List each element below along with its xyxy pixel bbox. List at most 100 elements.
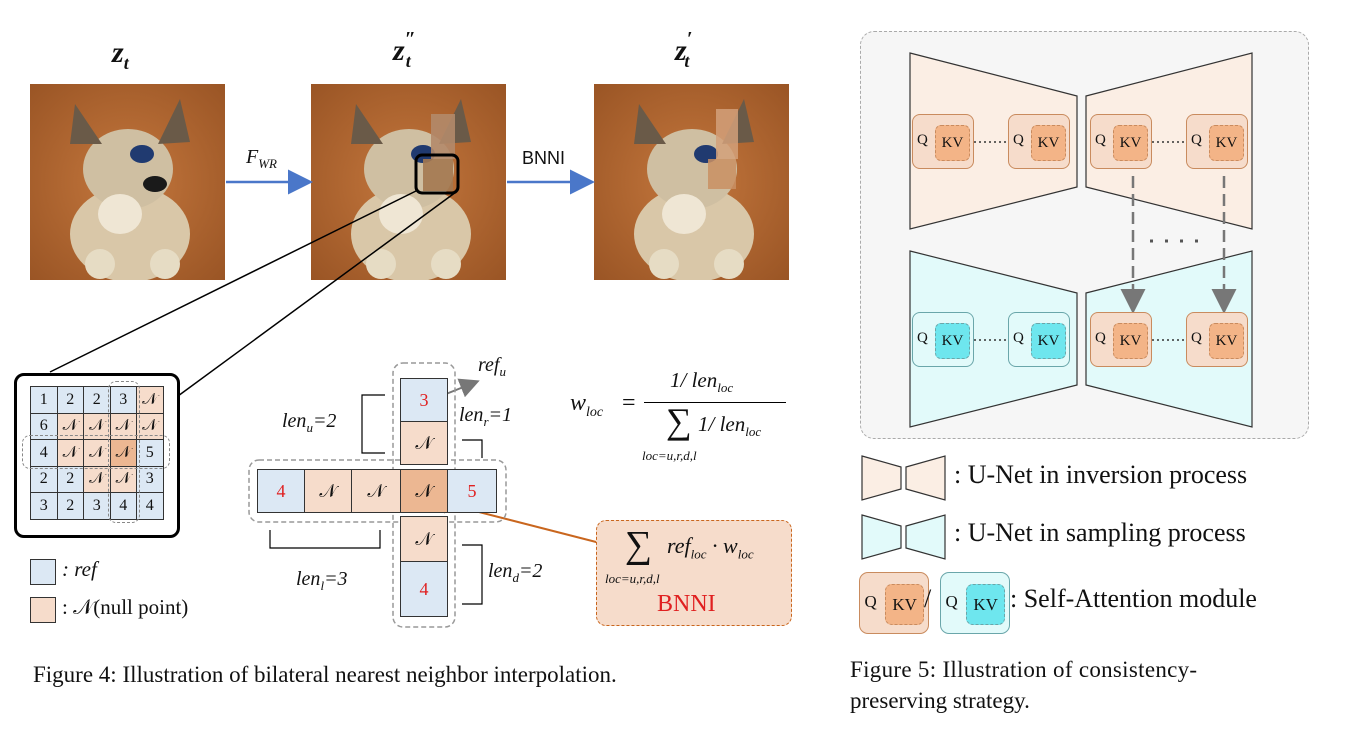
grid-cell: 𝒩: [83, 439, 111, 467]
grid-cell: 3: [136, 465, 164, 493]
legend-ref-label: : ref: [62, 557, 97, 581]
grid-cell: 2: [56, 492, 84, 520]
grid-cell: 4: [109, 492, 137, 520]
self-attention-module: Q KV: [1186, 312, 1248, 367]
sum-symbol: ∑: [666, 401, 692, 441]
key-value-box: KV: [1113, 125, 1148, 161]
bnni-label: BNNI: [657, 591, 716, 617]
self-attention-module: Q KV: [859, 572, 930, 635]
grid-cell: 2: [56, 386, 84, 414]
grid-cell: 𝒩: [109, 465, 137, 493]
key-value-box: KV: [1209, 125, 1244, 161]
key-value-box: KV: [1209, 323, 1244, 359]
z-t-prime-title: z′t: [675, 28, 693, 71]
figure4-connectors: [49, 153, 601, 628]
figure4-caption: Figure 4: Illustration of bilateral near…: [33, 662, 617, 687]
legend-inversion-icon: [861, 455, 946, 501]
len-d-label: lend=2: [488, 560, 543, 585]
query-label: Q: [1013, 132, 1024, 148]
self-attention-module: Q KV: [912, 114, 974, 169]
self-attention-module: Q KV: [1008, 312, 1070, 367]
bnni-sum-index: loc=u,r,d,l: [605, 571, 660, 586]
dog-image-zt-double-prime: [311, 84, 506, 280]
cross-left-ref: 4: [257, 469, 305, 513]
legend-sampling-icon: [861, 514, 946, 560]
query-label: Q: [1095, 330, 1106, 346]
query-label: Q: [1191, 330, 1202, 346]
query-label: Q: [1191, 132, 1202, 148]
wloc-numerator: 1/ lenloc: [670, 368, 734, 396]
key-value-box: KV: [1031, 125, 1066, 161]
self-attention-module: Q KV: [1186, 114, 1248, 169]
bnni-arrow-label: BNNI: [522, 148, 566, 168]
sum-index: loc=u,r,d,l: [642, 448, 697, 463]
cross-down-null: 𝒩: [400, 516, 448, 562]
cross-left-null-1: 𝒩: [304, 469, 352, 513]
fraction-bar: [644, 402, 786, 403]
self-attention-module: Q KV: [1008, 114, 1070, 169]
query-label: Q: [864, 592, 877, 612]
legend-attention-label: : Self-Attention module: [1010, 584, 1257, 613]
dog-image-zt: [30, 84, 225, 280]
grid-cell: 2: [56, 465, 84, 493]
zoomed-grid-frame: [14, 373, 180, 538]
key-value-box: KV: [935, 323, 970, 359]
key-value-box: KV: [935, 125, 970, 161]
grid-row-outline: [22, 435, 170, 469]
cross-left-null-2: 𝒩: [351, 469, 401, 513]
bnni-sum-symbol: ∑: [625, 524, 653, 566]
grid-column-outline: [108, 381, 140, 523]
self-attention-module: Q KV: [940, 572, 1011, 635]
figure5-caption-line1: Figure 5: Illustration of consistency-: [850, 657, 1198, 682]
bnni-box: ∑ refloc · wloc loc=u,r,d,l BNNI: [596, 520, 792, 626]
len-u-label: lenu=2: [282, 410, 337, 435]
legend-slash: /: [924, 584, 932, 613]
legend-null-label: : 𝒩(null point): [62, 595, 189, 619]
grid-cell: 2: [30, 465, 58, 493]
len-l-label: lenl=3: [296, 568, 348, 593]
cross-right-ref: 5: [447, 469, 497, 513]
grid-cell: 𝒩: [136, 386, 164, 414]
legend-null-swatch: [30, 597, 56, 623]
dog-image-zt-prime: [594, 84, 789, 280]
grid-cell: 𝒩: [109, 439, 137, 467]
bnni-sum-body: refloc · wloc: [667, 533, 754, 562]
wloc-denominator: 1/ lenloc: [698, 412, 762, 440]
grid-cell: 3: [109, 386, 137, 414]
legend-inversion-label: : U-Net in inversion process: [954, 460, 1248, 489]
query-label: Q: [917, 132, 928, 148]
grid-cell: 1: [30, 386, 58, 414]
wloc-equals: =: [622, 390, 636, 416]
figure5-caption-line2: preserving strategy.: [850, 688, 1030, 713]
wloc-formula: wloc = 1/ lenloc ∑ 1/ lenloc loc=u,r,d,l: [570, 368, 800, 468]
cross-up-null: 𝒩: [400, 421, 448, 465]
grid-cell: 3: [30, 492, 58, 520]
key-value-box: KV: [965, 584, 1006, 625]
query-label: Q: [917, 330, 928, 346]
grid-cell: 3: [83, 492, 111, 520]
grid-cell: 4: [136, 492, 164, 520]
query-label: Q: [1013, 330, 1024, 346]
legend-sampling-label: : U-Net in sampling process: [954, 518, 1246, 547]
cross-down-ref: 4: [400, 561, 448, 617]
z-t-title: zt: [112, 36, 129, 73]
key-value-box: KV: [1031, 323, 1066, 359]
key-value-box: KV: [884, 584, 925, 625]
self-attention-module: Q KV: [1090, 312, 1152, 367]
cross-up-ref: 3: [400, 378, 448, 422]
fwr-label: FWR: [246, 146, 277, 171]
query-label: Q: [945, 592, 958, 612]
len-r-label: lenr=1: [459, 404, 512, 429]
key-value-box: KV: [1113, 323, 1148, 359]
figure5-diagram: [909, 52, 1253, 428]
legend-ref-swatch: [30, 559, 56, 585]
ref-u-label: refu: [478, 354, 506, 379]
query-label: Q: [1095, 132, 1106, 148]
grid-cell: 𝒩: [83, 465, 111, 493]
wloc-symbol: wloc: [570, 390, 604, 420]
self-attention-module: Q KV: [912, 312, 974, 367]
self-attention-module: Q KV: [1090, 114, 1152, 169]
cross-center-null: 𝒩: [400, 469, 448, 513]
z-t-double-prime-title: z″t: [393, 28, 416, 71]
grid-cell: 2: [83, 386, 111, 414]
